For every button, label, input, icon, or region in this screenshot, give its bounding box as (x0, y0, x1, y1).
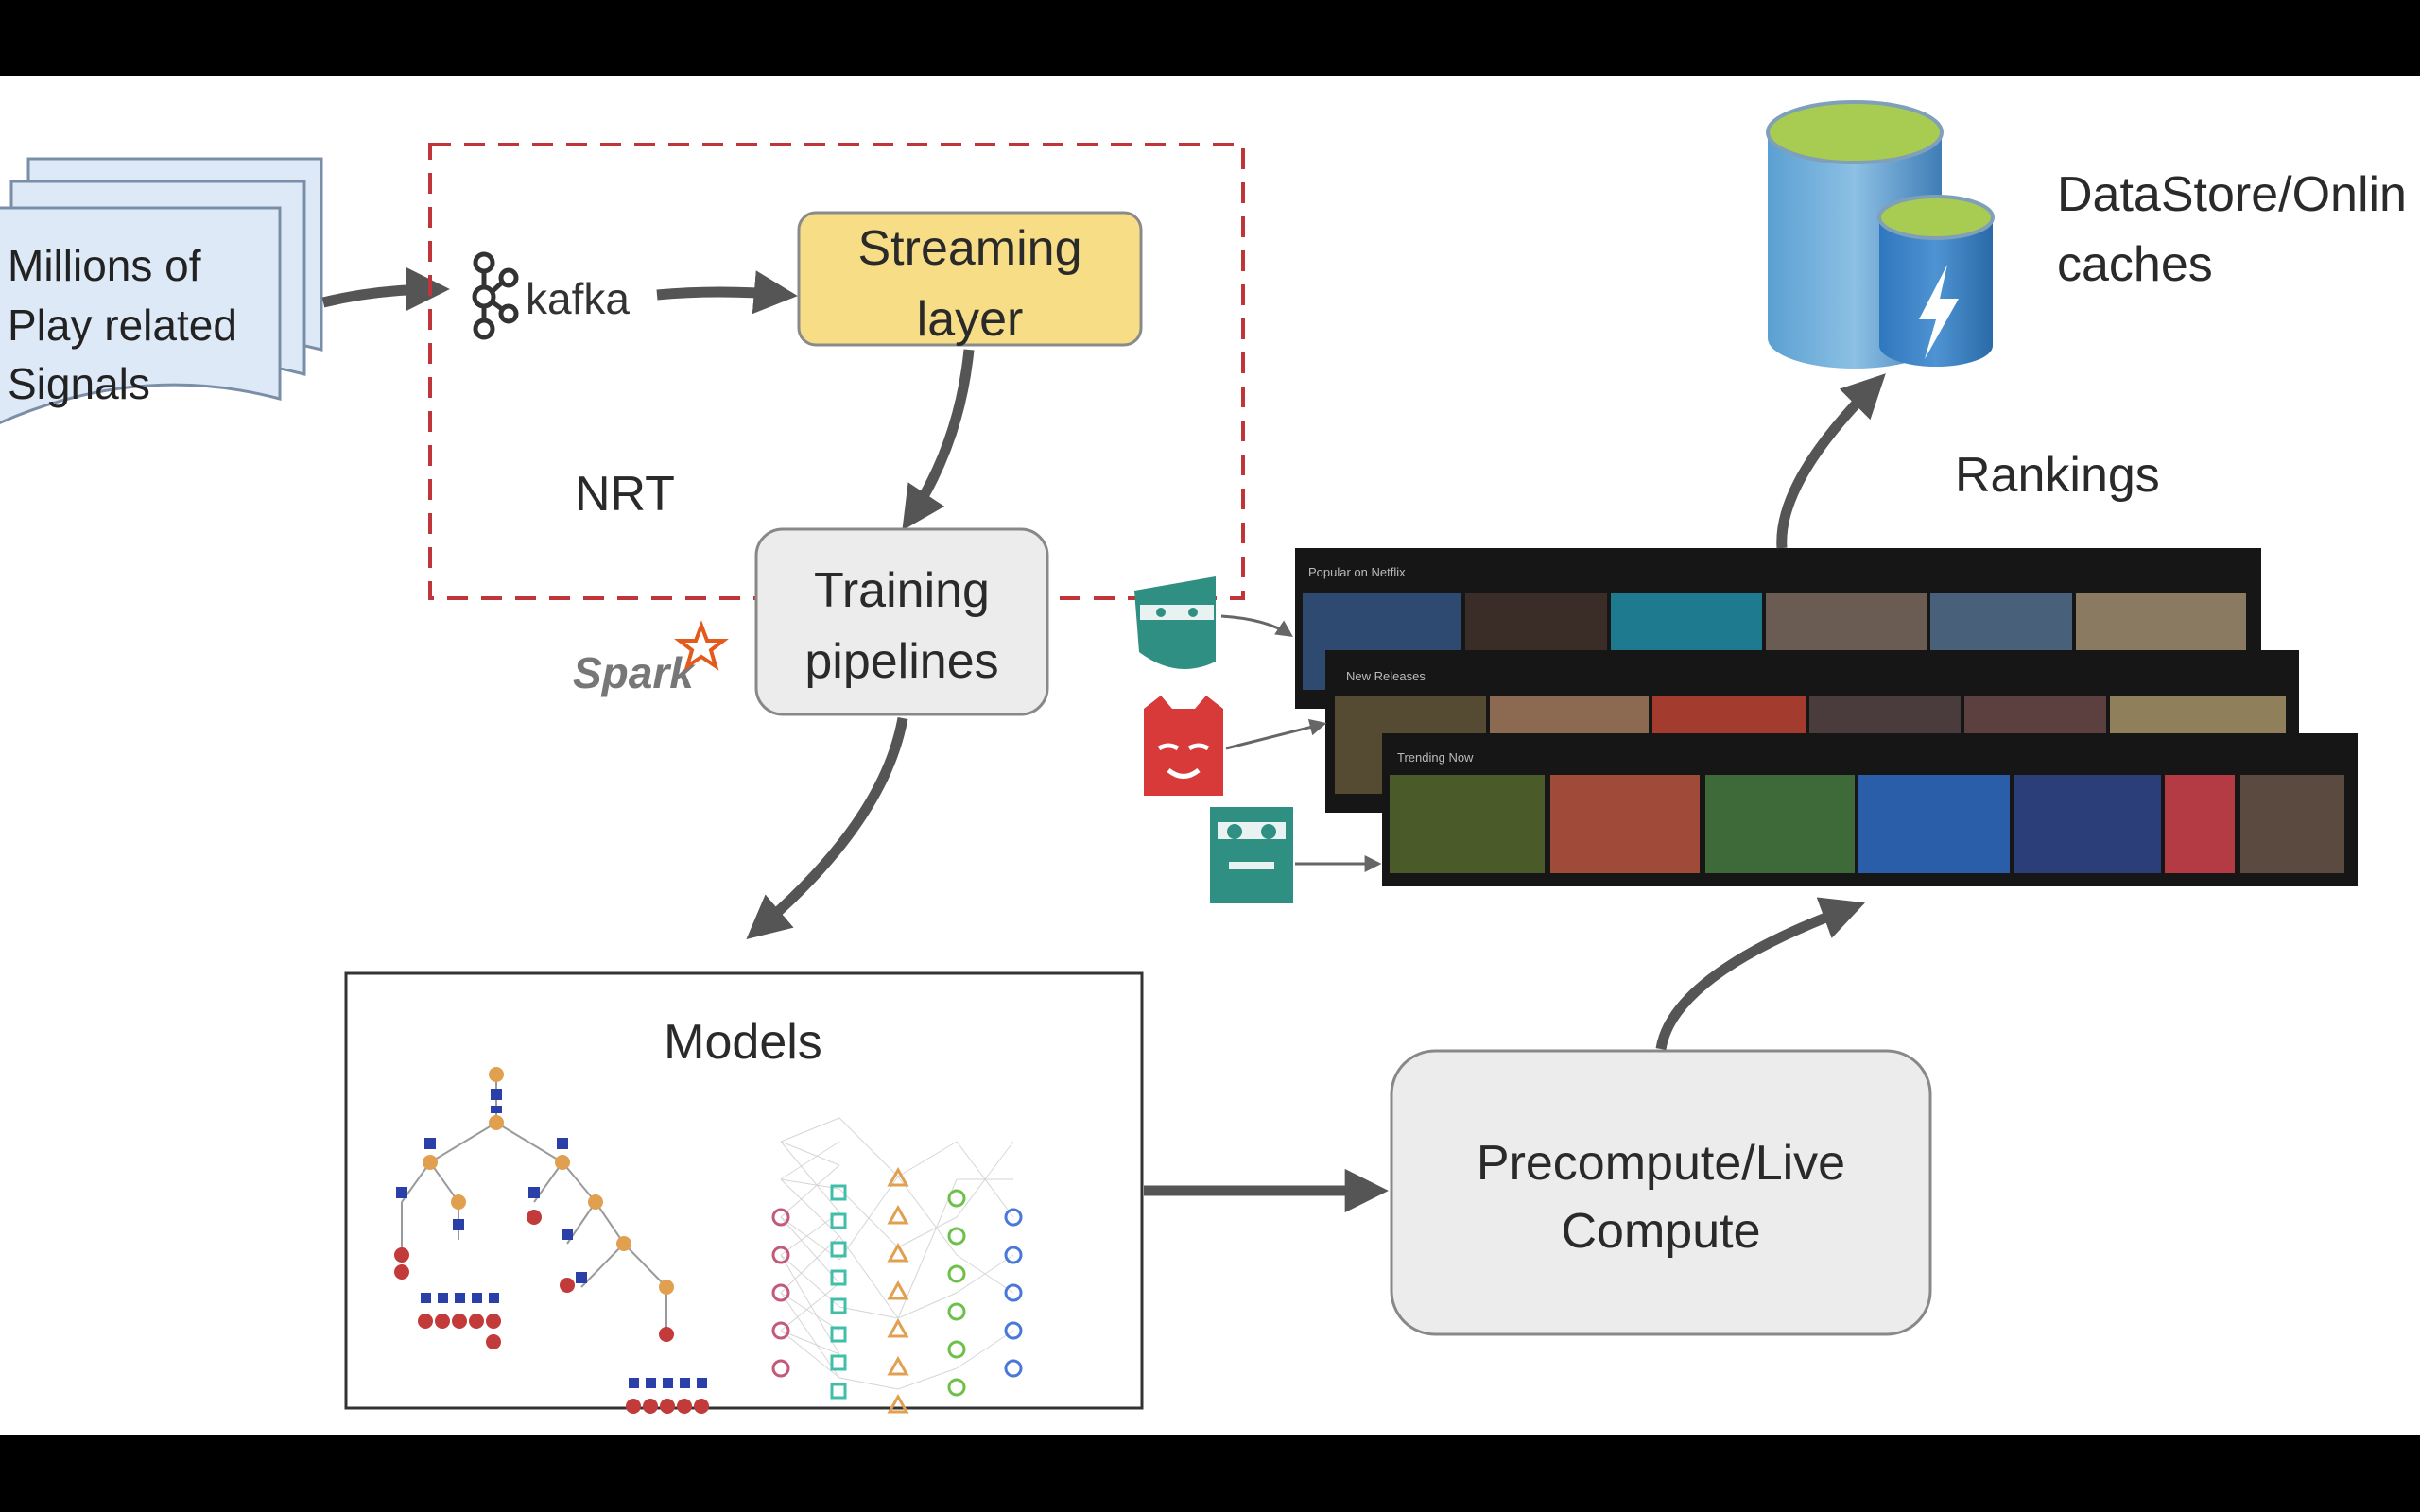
arrow-streaming-to-training (902, 349, 975, 531)
nrt-label: NRT (575, 467, 675, 522)
arrow-icon2-to-row2 (1225, 718, 1327, 750)
kafka-label: kafka (526, 274, 630, 323)
top-letterbox (0, 0, 2420, 76)
arrow-icon1-to-row1 (1220, 614, 1293, 638)
models-node: Models (344, 971, 1144, 1410)
signals-line-3: Signals (8, 359, 150, 408)
ranking-rows-stack: Popular on Netflix New Releases (1295, 548, 2358, 886)
row-3-title: Trending Now (1397, 750, 1474, 765)
streaming-layer-node: Streaming layer (797, 211, 1143, 347)
signals-line-1: Millions of (8, 241, 201, 290)
row-1-title: Popular on Netflix (1308, 565, 1406, 579)
architecture-diagram: Millions of Play related Signals NRT (0, 100, 2407, 1414)
streaming-line-2: layer (917, 292, 1024, 347)
datastore-line-2: caches (2057, 237, 2213, 292)
arrow-compute-to-rankings (1655, 897, 1866, 1051)
teal-glasses-character-icon (1210, 807, 1293, 903)
kafka-logo: kafka (472, 251, 630, 340)
precompute-live-compute-node: Precompute/Live Compute (1390, 1049, 1932, 1336)
ranking-row-3: Trending Now (1382, 733, 2358, 886)
red-horned-character-icon (1144, 696, 1223, 796)
row-2-title: New Releases (1346, 669, 1426, 683)
arrow-training-to-models (746, 717, 908, 939)
bottom-letterbox (0, 1435, 2420, 1512)
neural-network-illustration (771, 1117, 1023, 1414)
datastore-cylinder-icon (1766, 100, 1995, 369)
spark-label: Spark (573, 648, 696, 697)
training-line-2: pipelines (804, 634, 998, 689)
signals-line-2: Play related (8, 301, 237, 350)
decision-tree-illustration (394, 1067, 709, 1414)
compute-line-1: Precompute/Live (1477, 1136, 1845, 1191)
models-title: Models (664, 1015, 822, 1070)
arrow-kafka-to-streaming (656, 270, 798, 315)
green-masked-character-icon (1134, 576, 1216, 669)
arrow-signals-to-kafka (321, 266, 450, 312)
compute-line-2: Compute (1562, 1204, 1761, 1259)
spark-logo: Spark (573, 620, 729, 697)
rankings-label: Rankings (1955, 448, 2160, 503)
character-icons (1134, 576, 1382, 903)
training-line-1: Training (814, 563, 990, 618)
streaming-line-1: Streaming (858, 221, 1082, 276)
arrow-rankings-to-datastore (1776, 373, 1886, 549)
datastore-line-1: DataStore/Onlin (2057, 167, 2407, 222)
diagram-canvas: Millions of Play related Signals NRT (0, 76, 2420, 1435)
training-pipelines-node: Training pipelines (754, 527, 1049, 716)
lightning-icon (1919, 265, 1959, 359)
signals-document-stack: Millions of Play related Signals (0, 157, 323, 425)
